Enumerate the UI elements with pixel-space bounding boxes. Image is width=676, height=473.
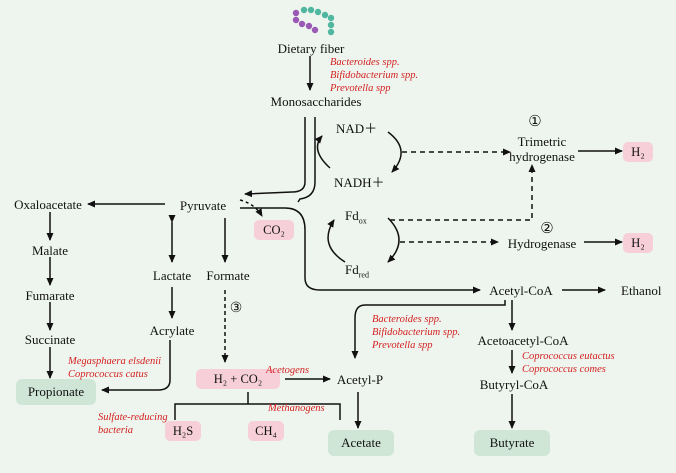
arrow-acetylcoa-acetylp xyxy=(351,300,506,359)
arc-fdred-to-fdox xyxy=(327,219,346,263)
node-fd-red: Fdred xyxy=(345,262,369,283)
fd-ox-base: Fd xyxy=(345,208,359,223)
node-nadh-plus: NADH＋ xyxy=(334,175,385,190)
node-h2-co2: H₂ + CO₂ xyxy=(196,369,280,389)
node-nad-plus: NAD＋ xyxy=(336,121,378,136)
fd-ox-subscript: ox xyxy=(358,216,367,226)
annotation-line: Coprococcus comes xyxy=(522,364,606,375)
node-fumarate: Fumarate xyxy=(25,288,75,303)
node-ch4: CH₄ xyxy=(248,421,284,441)
annotation-line: Coprococcus catus xyxy=(68,369,148,380)
node-acetate: Acetate xyxy=(328,430,394,456)
step-number-one: ① xyxy=(528,114,542,130)
node-butyrate: Butyrate xyxy=(474,430,550,456)
arc-nad-to-nadh xyxy=(387,131,402,173)
annotation-sulfate-reducing: Sulfate-reducing bacteria xyxy=(98,411,168,437)
step-number-three: ③ xyxy=(229,301,243,316)
node-pyruvate: Pyruvate xyxy=(179,198,227,213)
fd-red-base: Fd xyxy=(345,262,359,277)
node-dietary-fiber: Dietary fiber xyxy=(277,41,345,56)
annotation-line: Prevotella spp xyxy=(372,340,433,351)
annotation-line: Megasphaera elsdenii xyxy=(68,356,162,367)
annotation-line: Bifidobacterium spp. xyxy=(330,70,419,81)
node-h2-top: H₂ xyxy=(623,142,653,162)
step-number-two: ② xyxy=(540,221,554,237)
annotation-line: Bacteroides spp. xyxy=(372,314,442,325)
node-acetyl-p: Acetyl-P xyxy=(336,372,384,387)
node-oxaloacetate: Oxaloacetate xyxy=(14,197,82,212)
annotation-line: Coprococcus eutactus xyxy=(522,351,615,362)
annotation-acetogens: Acetogens xyxy=(266,365,310,376)
arc-fdox-to-fdred xyxy=(387,217,400,263)
node-fd-ox: Fdox xyxy=(345,208,367,229)
annotation-butyrate-bacteria: Coprococcus eutactus Coprococcus comes xyxy=(522,350,615,376)
arc-nadh-to-nad xyxy=(314,135,331,169)
node-butyryl-coa: Butyryl-CoA xyxy=(479,377,549,392)
arrow-monosaccharides-acetylcoa xyxy=(297,117,316,203)
node-lactate: Lactate xyxy=(152,268,192,283)
node-acrylate: Acrylate xyxy=(149,323,195,338)
node-propionate: Propionate xyxy=(16,379,96,405)
node-acetyl-coa: Acetyl-CoA xyxy=(489,283,553,298)
node-malate: Malate xyxy=(31,243,69,258)
node-formate: Formate xyxy=(206,268,250,283)
node-acetoacetyl-coa: Acetoacetyl-CoA xyxy=(477,333,569,348)
node-hydrogenase: Hydrogenase xyxy=(507,236,577,251)
fd-red-subscript: red xyxy=(358,270,369,280)
bracket-h2co2-products xyxy=(174,392,341,420)
node-monosaccharides: Monosaccharides xyxy=(270,94,362,109)
annotation-propionate-bacteria: Megasphaera elsdenii Coprococcus catus xyxy=(68,355,161,381)
arrow-to-acetylcoa xyxy=(240,207,481,294)
annotation-line: Bacteroides spp. xyxy=(330,57,400,68)
annotation-fiber-bacteria: Bacteroides spp. Bifidobacterium spp. Pr… xyxy=(330,56,418,95)
annotation-line: bacteria xyxy=(98,425,133,436)
node-co2: CO₂ xyxy=(254,220,294,240)
node-trimetric-hydrogenase: Trimetric hydrogenase xyxy=(509,134,575,164)
node-ethanol: Ethanol xyxy=(621,283,662,298)
trimetric-line2: hydrogenase xyxy=(509,149,575,164)
annotation-line: Prevotella spp xyxy=(330,83,391,94)
node-succinate: Succinate xyxy=(24,332,76,347)
annotation-acetyl-bacteria: Bacteroides spp. Bifidobacterium spp. Pr… xyxy=(372,313,460,352)
trimetric-line1: Trimetric xyxy=(517,134,567,149)
node-h2-mid: H₂ xyxy=(623,233,653,253)
fiber-molecule-icon xyxy=(292,6,335,36)
arrow-pyruvate-co2 xyxy=(239,199,263,217)
annotation-line: Bifidobacterium spp. xyxy=(372,327,461,338)
arrow-monosaccharides-pyruvate xyxy=(244,117,306,198)
annotation-line: Sulfate-reducing xyxy=(98,412,168,423)
annotation-methanogens: Methanogens xyxy=(268,403,325,414)
node-h2s: H₂S xyxy=(165,421,201,441)
arrow-acrylate-propionate xyxy=(101,340,171,394)
arrow-fd-trimetric xyxy=(390,164,536,221)
